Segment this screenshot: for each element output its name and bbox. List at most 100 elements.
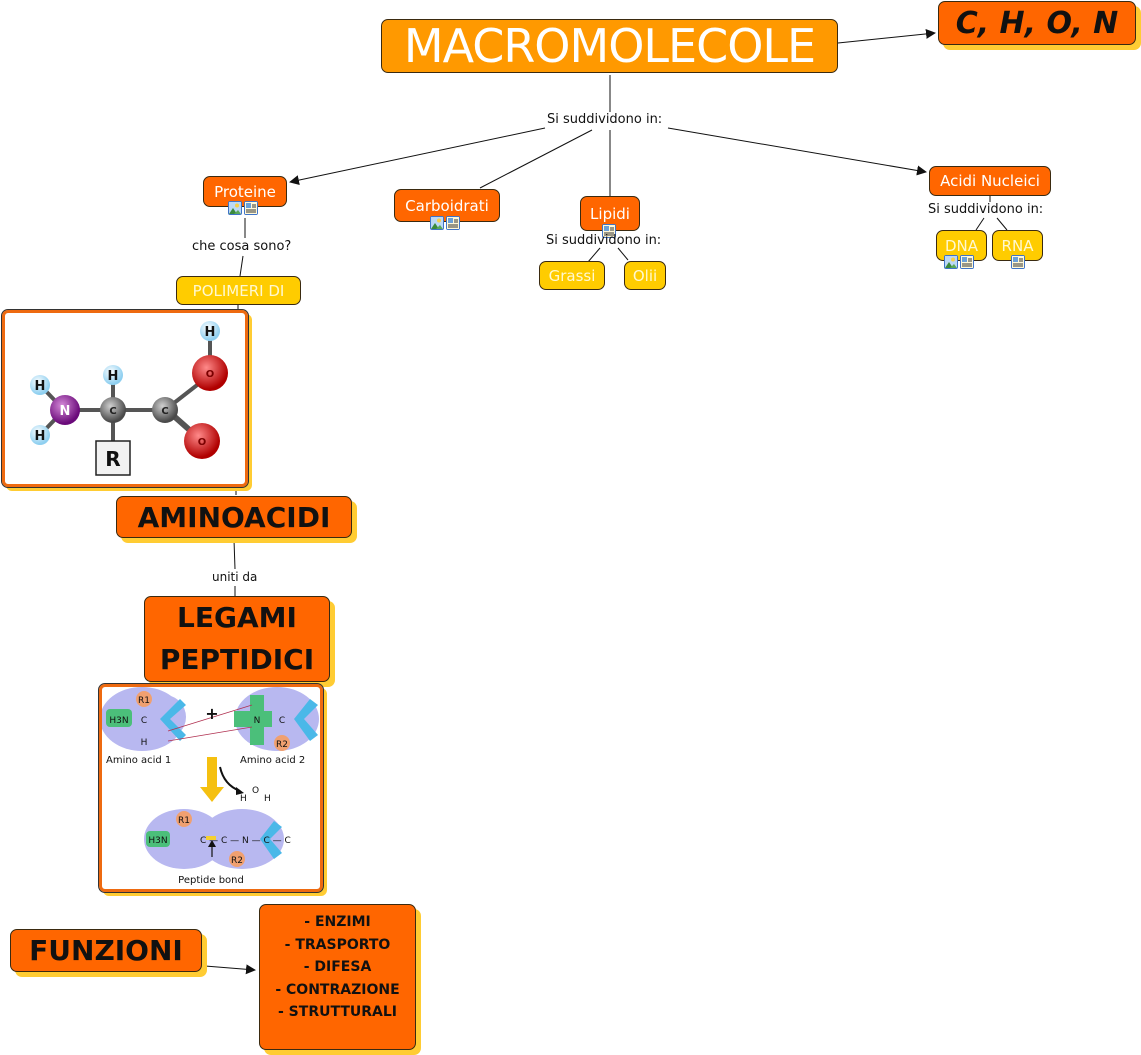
edge-root-elements: [837, 28, 936, 44]
link-label-acidi-suddividono: Si suddividono in:: [926, 202, 1046, 217]
dipeptide-blob-1: [144, 809, 224, 869]
molecule-bonds: [38, 333, 212, 446]
olii-label: Olii: [632, 266, 658, 285]
atom-label-h: H: [35, 379, 46, 394]
carboxyl-group-2: [294, 699, 318, 741]
r1-group: [176, 811, 192, 827]
amino-acid-structure-image[interactable]: H H H H N C C O O R: [1, 309, 249, 488]
carboxyl-group-3: [260, 821, 282, 859]
hydrogen-atom: [200, 321, 220, 341]
amine-group-2: [234, 695, 272, 745]
node-grassi[interactable]: Grassi: [539, 261, 605, 290]
peptide-bond-diagram: H3N R1 C H N R2 C + Amino acid 1 Amino a…: [100, 687, 319, 886]
document-resource-icon[interactable]: [602, 224, 616, 238]
oxygen-atom: [184, 423, 220, 459]
document-resource-icon[interactable]: [244, 201, 258, 215]
h3n-label: H3N: [148, 836, 167, 846]
edge-label-carboidrati: [479, 129, 593, 189]
edge-lipidi-olii: [617, 247, 629, 261]
dipeptide-blob-2: [200, 809, 284, 869]
funzione-item: - DIFESA: [303, 959, 372, 975]
peptide-bond-highlight: [206, 836, 216, 840]
node-acidi-nucleici[interactable]: Acidi Nucleici: [929, 166, 1051, 196]
carbon-label: C: [141, 716, 147, 726]
amino-acid-1-label: Amino acid 1: [106, 755, 171, 766]
document-resource-icon[interactable]: [446, 216, 460, 230]
funzione-item: - STRUTTURALI: [278, 1004, 397, 1020]
root-label: MACROMOLECOLE: [403, 19, 816, 73]
h3n-label: H3N: [109, 716, 128, 726]
node-olii[interactable]: Olii: [624, 261, 666, 290]
water-h-label: H: [264, 794, 271, 804]
h-label: H: [141, 738, 148, 748]
image-resource-icon[interactable]: [228, 201, 242, 215]
oxygen-atom: [192, 355, 228, 391]
dna-resources: [944, 255, 974, 269]
edge-aminoacidi-label: [233, 539, 236, 570]
link-label-che-cosa-sono: che cosa sono?: [190, 239, 294, 254]
carboxyl-group: [160, 699, 186, 741]
atom-label-n: N: [60, 404, 71, 419]
r2-label: R2: [276, 740, 288, 750]
dna-label: DNA: [944, 236, 979, 255]
peptide-bond-label: Peptide bond: [178, 875, 244, 886]
atom-label-c: C: [161, 406, 168, 417]
funzioni-label: FUNZIONI: [29, 934, 183, 967]
r2-group: [229, 851, 245, 867]
atom-label-c: C: [109, 406, 116, 417]
root-node-macromolecole[interactable]: MACROMOLECOLE: [381, 19, 838, 73]
water-o-label: O: [252, 786, 259, 796]
proteine-resources: [228, 201, 258, 215]
water-h-label: H: [240, 794, 247, 804]
node-aminoacidi[interactable]: AMINOACIDI: [116, 496, 352, 538]
amino-acid-molecule: H H H H N C C O O R: [30, 321, 228, 476]
amino-acid-2-label: Amino acid 2: [240, 755, 305, 766]
edge-lipidi-grassi: [587, 247, 601, 263]
edge-label-proteine: [289, 127, 546, 186]
water-loss-outline: [167, 704, 253, 742]
rna-label: RNA: [1001, 236, 1034, 255]
node-funzioni[interactable]: FUNZIONI: [10, 929, 202, 972]
image-resource-icon[interactable]: [944, 255, 958, 269]
atom-label-h: H: [108, 369, 119, 384]
carbon-label: C: [279, 716, 285, 726]
funzione-item: - TRASPORTO: [284, 936, 391, 953]
acidi-nucleici-label: Acidi Nucleici: [940, 172, 1040, 190]
node-polimeri-di[interactable]: POLIMERI DI: [176, 276, 301, 305]
grassi-label: Grassi: [548, 266, 596, 285]
r-group-label: R: [105, 447, 120, 471]
legami-label-line2: PEPTIDICI: [159, 643, 315, 676]
edge-label-acidi: [667, 127, 927, 176]
carboidrati-resources: [430, 216, 460, 230]
legami-label-line1: LEGAMI: [177, 601, 297, 634]
lipidi-resources: [602, 224, 616, 238]
r1-label: R1: [138, 696, 150, 706]
r2-group: [274, 735, 290, 751]
r-group-box: [95, 440, 131, 476]
node-legami-peptidici[interactable]: LEGAMI PEPTIDICI: [144, 596, 330, 682]
document-resource-icon[interactable]: [960, 255, 974, 269]
r1-group: [136, 691, 152, 707]
link-label-si-suddividono: Si suddividono in:: [545, 112, 665, 127]
amine-group-3: [146, 831, 170, 847]
atom-label-o: O: [198, 437, 207, 448]
funzione-item: - ENZIMI: [304, 914, 371, 930]
elements-label: C, H, O, N: [955, 5, 1119, 41]
hydrogen-atom: [30, 375, 50, 395]
node-elements-chon[interactable]: C, H, O, N: [938, 1, 1136, 45]
atom-label-h: H: [35, 429, 46, 444]
rna-resources: [1011, 255, 1025, 269]
carbon-atom: [100, 397, 126, 423]
backbone-label: C — C — N — C — C: [200, 836, 291, 846]
node-funzioni-list[interactable]: - ENZIMI - TRASPORTO - DIFESA - CONTRAZI…: [259, 904, 416, 1050]
edge-label-polimeri: [239, 255, 244, 277]
document-resource-icon[interactable]: [1011, 255, 1025, 269]
nitrogen-atom: [50, 395, 80, 425]
carbon-atom: [152, 397, 178, 423]
peptide-bond-image[interactable]: H3N R1 C H N R2 C + Amino acid 1 Amino a…: [98, 683, 324, 893]
carboidrati-label: Carboidrati: [405, 196, 489, 215]
link-label-uniti-da: uniti da: [210, 570, 260, 584]
aminoacidi-label: AMINOACIDI: [137, 500, 331, 534]
hydrogen-atom: [30, 425, 50, 445]
image-resource-icon[interactable]: [430, 216, 444, 230]
